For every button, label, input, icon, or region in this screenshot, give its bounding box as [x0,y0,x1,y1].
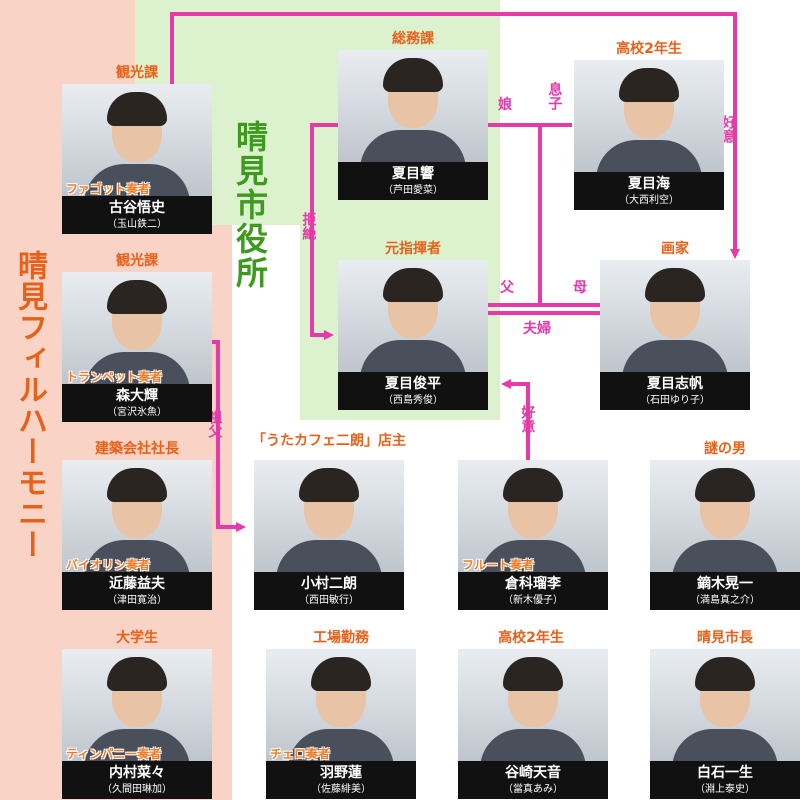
portrait-photo [574,60,724,200]
person-name: 羽野蓮 [320,765,362,781]
relation-father: 父 [500,280,514,296]
actor-name: （津田寛治） [107,595,167,606]
relation-son: 息子 [546,82,563,110]
person-name: 夏目海 [628,176,670,192]
actor-name: （新木優子） [503,595,563,606]
portrait-photo [458,649,608,789]
name-plate: 近藤益夫 （津田寛治） [62,572,212,610]
card-shiraishi: 白石一生 （淵上泰史） [650,649,800,799]
person-name: 夏目響 [392,166,434,182]
portrait-photo [650,649,800,789]
instrument-label: バイオリン奏者 [66,558,151,572]
line-rejection [310,123,338,340]
actor-name: （淵上泰史） [695,784,755,795]
name-plate: 内村菜々 （久間田琳加） [62,761,212,799]
role-furuya: 観光課 [116,65,158,81]
role-uchimura: 大学生 [116,630,158,646]
person-name: 古谷悟史 [109,200,165,216]
line-affection-top [170,12,740,259]
portrait-photo [338,260,488,400]
actor-name: （石田ゆり子） [640,395,710,406]
role-hibiki: 総務課 [392,31,434,47]
card-furuya: ファゴット奏者 古谷悟史 （玉山鉄二） [62,84,212,234]
line-affection-mid [501,379,530,462]
instrument-label: トランペット奏者 [66,370,163,384]
city-hall-label: 晴見市役所 [231,120,269,290]
name-plate: 谷崎天音 （當真あみ） [458,761,608,799]
person-name: 倉科瑠李 [505,576,561,592]
role-kaburagi: 謎の男 [704,441,746,457]
name-plate: 倉科瑠李 （新木優子） [458,572,608,610]
person-name: 鏑木晃一 [697,576,753,592]
philharmonie-label: 晴見フィルハーモニー [12,250,47,560]
name-plate: 夏目海 （大西利空） [574,172,724,210]
name-plate: 鏑木晃一 （満島真之介） [650,572,800,610]
person-name: 内村菜々 [109,765,165,781]
role-kai: 高校2年生 [616,41,682,57]
relation-daughter: 娘 [498,97,512,113]
card-kurashina: フルート奏者 倉科瑠李 （新木優子） [458,460,608,610]
name-plate: 夏目響 （芦田愛菜） [338,162,488,200]
role-kondo: 建築会社社長 [95,441,179,457]
instrument-label: ティンパニー奏者 [66,747,162,761]
person-name: 森大輝 [116,388,158,404]
name-plate: 夏目俊平 （西島秀俊） [338,372,488,410]
relation-rejection: 拒絶 [300,212,317,240]
name-plate: 夏目志帆 （石田ゆり子） [600,372,750,410]
role-mori: 観光課 [116,253,158,269]
instrument-label: チェロ奏者 [270,747,331,761]
actor-name: （宮沢氷魚） [107,407,167,418]
name-plate: 古谷悟史 （玉山鉄二） [62,196,212,234]
role-shunpei: 元指揮者 [385,241,441,257]
name-plate: 小村二朗 （西田敏行） [254,572,404,610]
card-tanizaki: 谷崎天音 （當真あみ） [458,649,608,799]
person-name: 夏目志帆 [647,376,703,392]
actor-name: （當真あみ） [503,784,563,795]
actor-name: （芦田愛菜） [383,185,443,196]
card-mori: トランペット奏者 森大輝 （宮沢氷魚） [62,272,212,422]
relation-couple: 夫婦 [523,321,551,337]
relation-affection-top: 好意 [720,115,737,143]
role-hano: 工場勤務 [313,630,369,646]
instrument-label: ファゴット奏者 [66,182,151,196]
role-shiraishi: 晴見市長 [697,630,753,646]
role-tanizaki: 高校2年生 [498,630,564,646]
actor-name: （西島秀俊） [383,395,443,406]
actor-name: （玉山鉄二） [107,219,167,230]
card-shunpei: 夏目俊平 （西島秀俊） [338,260,488,410]
name-plate: 白石一生 （淵上泰史） [650,761,800,799]
card-uchimura: ティンパニー奏者 内村菜々 （久間田琳加） [62,649,212,799]
actor-name: （久間田琳加） [102,784,172,795]
relation-affection-mid: 好意 [519,405,536,433]
card-kaburagi: 鏑木晃一 （満島真之介） [650,460,800,610]
actor-name: （佐藤緋美） [311,784,371,795]
portrait-photo [650,460,800,600]
actor-name: （大西利空） [619,195,679,206]
card-hibiki: 夏目響 （芦田愛菜） [338,50,488,200]
card-kondo: バイオリン奏者 近藤益夫 （津田寛治） [62,460,212,610]
instrument-label: フルート奏者 [462,558,535,572]
card-kai: 夏目海 （大西利空） [574,60,724,210]
card-hano: チェロ奏者 羽野蓮 （佐藤緋美） [266,649,416,799]
name-plate: 森大輝 （宮沢氷魚） [62,384,212,422]
relation-mother: 母 [573,280,587,296]
actor-name: （満島真之介） [690,595,760,606]
card-shiho: 夏目志帆 （石田ゆり子） [600,260,750,410]
person-name: 谷崎天音 [505,765,561,781]
person-name: 白石一生 [697,765,753,781]
portrait-photo [600,260,750,400]
person-name: 小村二朗 [301,576,357,592]
person-name: 近藤益夫 [109,576,165,592]
role-shiho: 画家 [661,241,689,257]
actor-name: （西田敏行） [299,595,359,606]
card-komura: 小村二朗 （西田敏行） [254,460,404,610]
person-name: 夏目俊平 [385,376,441,392]
portrait-photo [62,272,212,412]
role-komura: 「うたカフェ二朗」店主 [252,433,406,449]
name-plate: 羽野蓮 （佐藤緋美） [266,761,416,799]
portrait-photo [254,460,404,600]
portrait-photo [338,50,488,190]
